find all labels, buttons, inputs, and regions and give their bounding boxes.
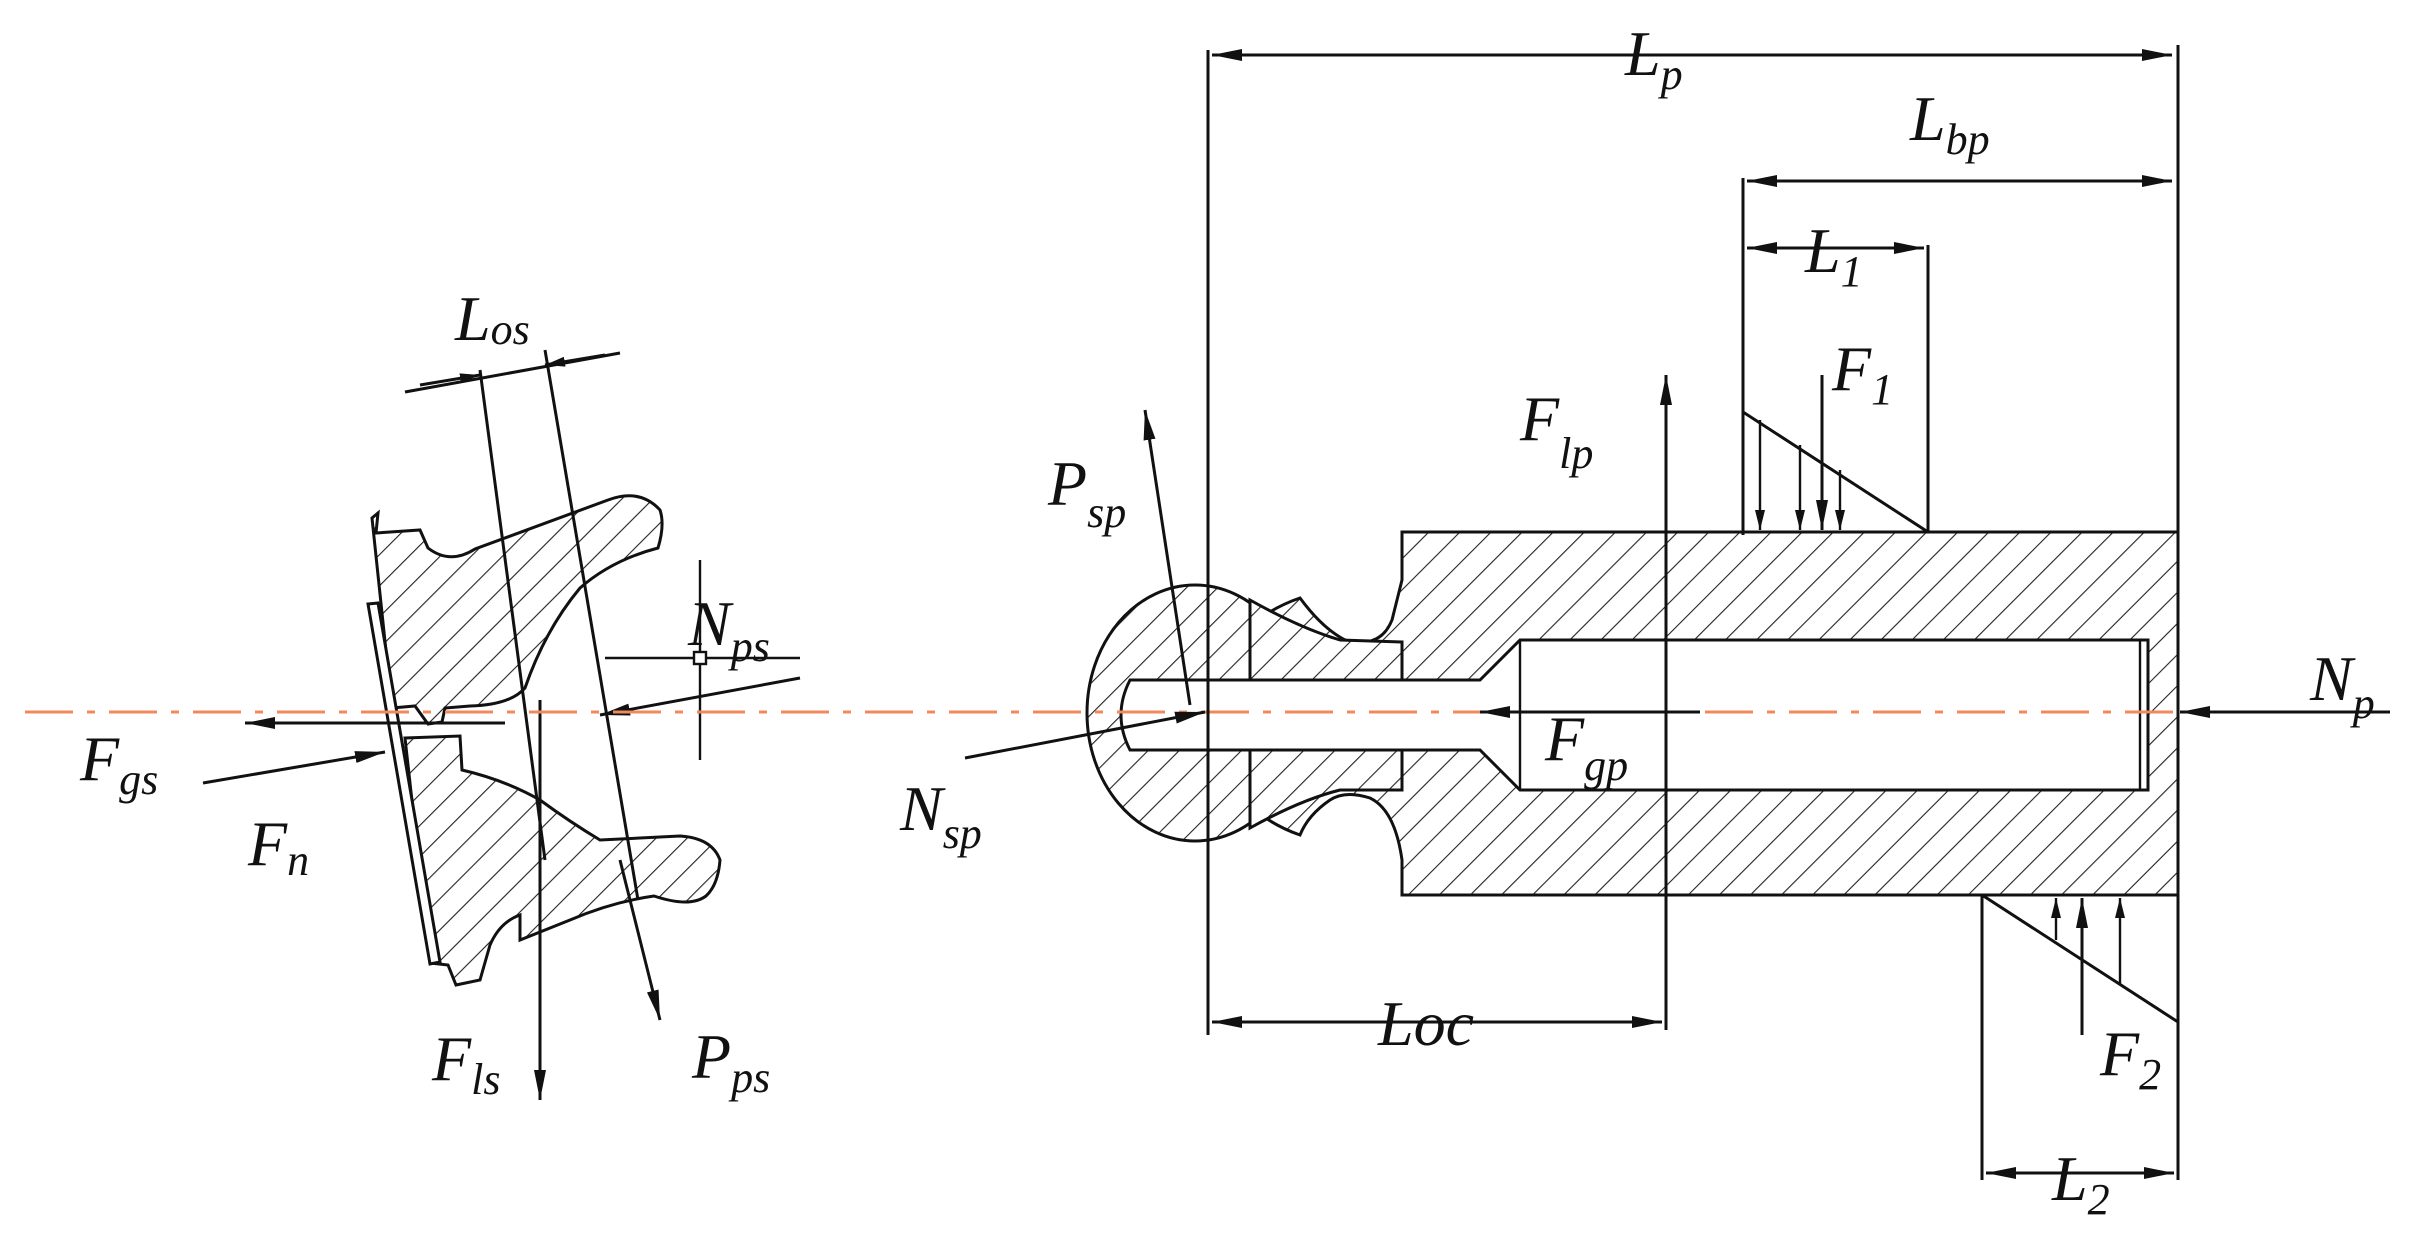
label-l2: L2 — [2051, 1143, 2110, 1224]
nps-arrow — [599, 676, 801, 717]
label-pps: Pps — [691, 1021, 770, 1102]
label-los: Los — [454, 283, 530, 354]
slipper-axis-line-2 — [543, 349, 640, 901]
label-f2: F2 — [2099, 1018, 2161, 1099]
f2-load-slope — [1981, 893, 2179, 1024]
los-arrow-left — [419, 373, 481, 387]
slipper-upper-body — [370, 494, 664, 726]
pps-arrow — [618, 859, 662, 1021]
label-np: Np — [2309, 643, 2375, 728]
slipper-retainer-plate — [366, 601, 442, 966]
label-f1: F1 — [1831, 333, 1893, 414]
piston-inner-bore — [1119, 638, 2150, 792]
nsp-arrow — [964, 710, 1206, 760]
slipper-axis-line-1 — [478, 369, 547, 861]
slipper-lower-body — [403, 734, 722, 987]
label-fls: Fls — [431, 1023, 500, 1104]
label-flp: Flp — [1519, 383, 1593, 478]
label-fgp: Fgp — [1544, 703, 1628, 790]
label-nsp: Nsp — [899, 773, 982, 858]
label-psp: Psp — [1047, 448, 1126, 537]
label-fn: Fn — [247, 808, 309, 885]
label-l1: L1 — [1804, 215, 1863, 296]
label-lp: Lp — [1624, 18, 1683, 99]
label-lbp: Lbp — [1909, 83, 1990, 164]
slipper-cross-section — [366, 494, 722, 987]
nps-center-marker — [692, 650, 708, 666]
f1-load-slope — [1742, 410, 1929, 534]
label-fgs: Fgs — [79, 723, 158, 804]
los-arrow-right — [544, 353, 606, 367]
label-nps: Nps — [687, 588, 770, 671]
psp-arrow — [1143, 409, 1192, 706]
label-loc: Loc — [1377, 988, 1474, 1059]
fn-arrow — [202, 750, 386, 785]
